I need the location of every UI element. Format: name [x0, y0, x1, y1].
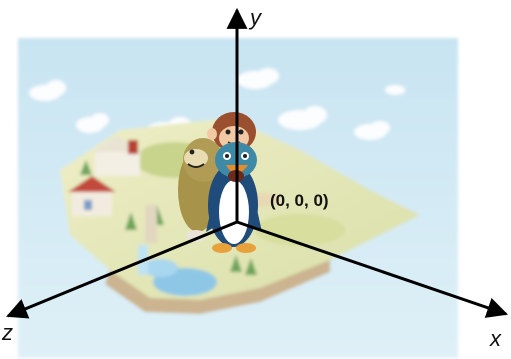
z-axis: [6, 220, 238, 319]
axes: y x z (0, 0, 0): [1, 5, 508, 351]
grass-patch: [255, 214, 345, 246]
z-axis-label: z: [1, 320, 13, 345]
house-icon: [92, 136, 143, 176]
pond-icon: [142, 259, 178, 277]
x-axis-label: x: [489, 326, 502, 351]
island-cliff: [105, 260, 330, 314]
y-axis-label: y: [248, 5, 263, 30]
house-icon: [68, 176, 116, 216]
tower: [145, 205, 157, 243]
x-axis: [236, 220, 508, 318]
origin-label: (0, 0, 0): [270, 191, 329, 210]
seal-character: [178, 138, 223, 242]
